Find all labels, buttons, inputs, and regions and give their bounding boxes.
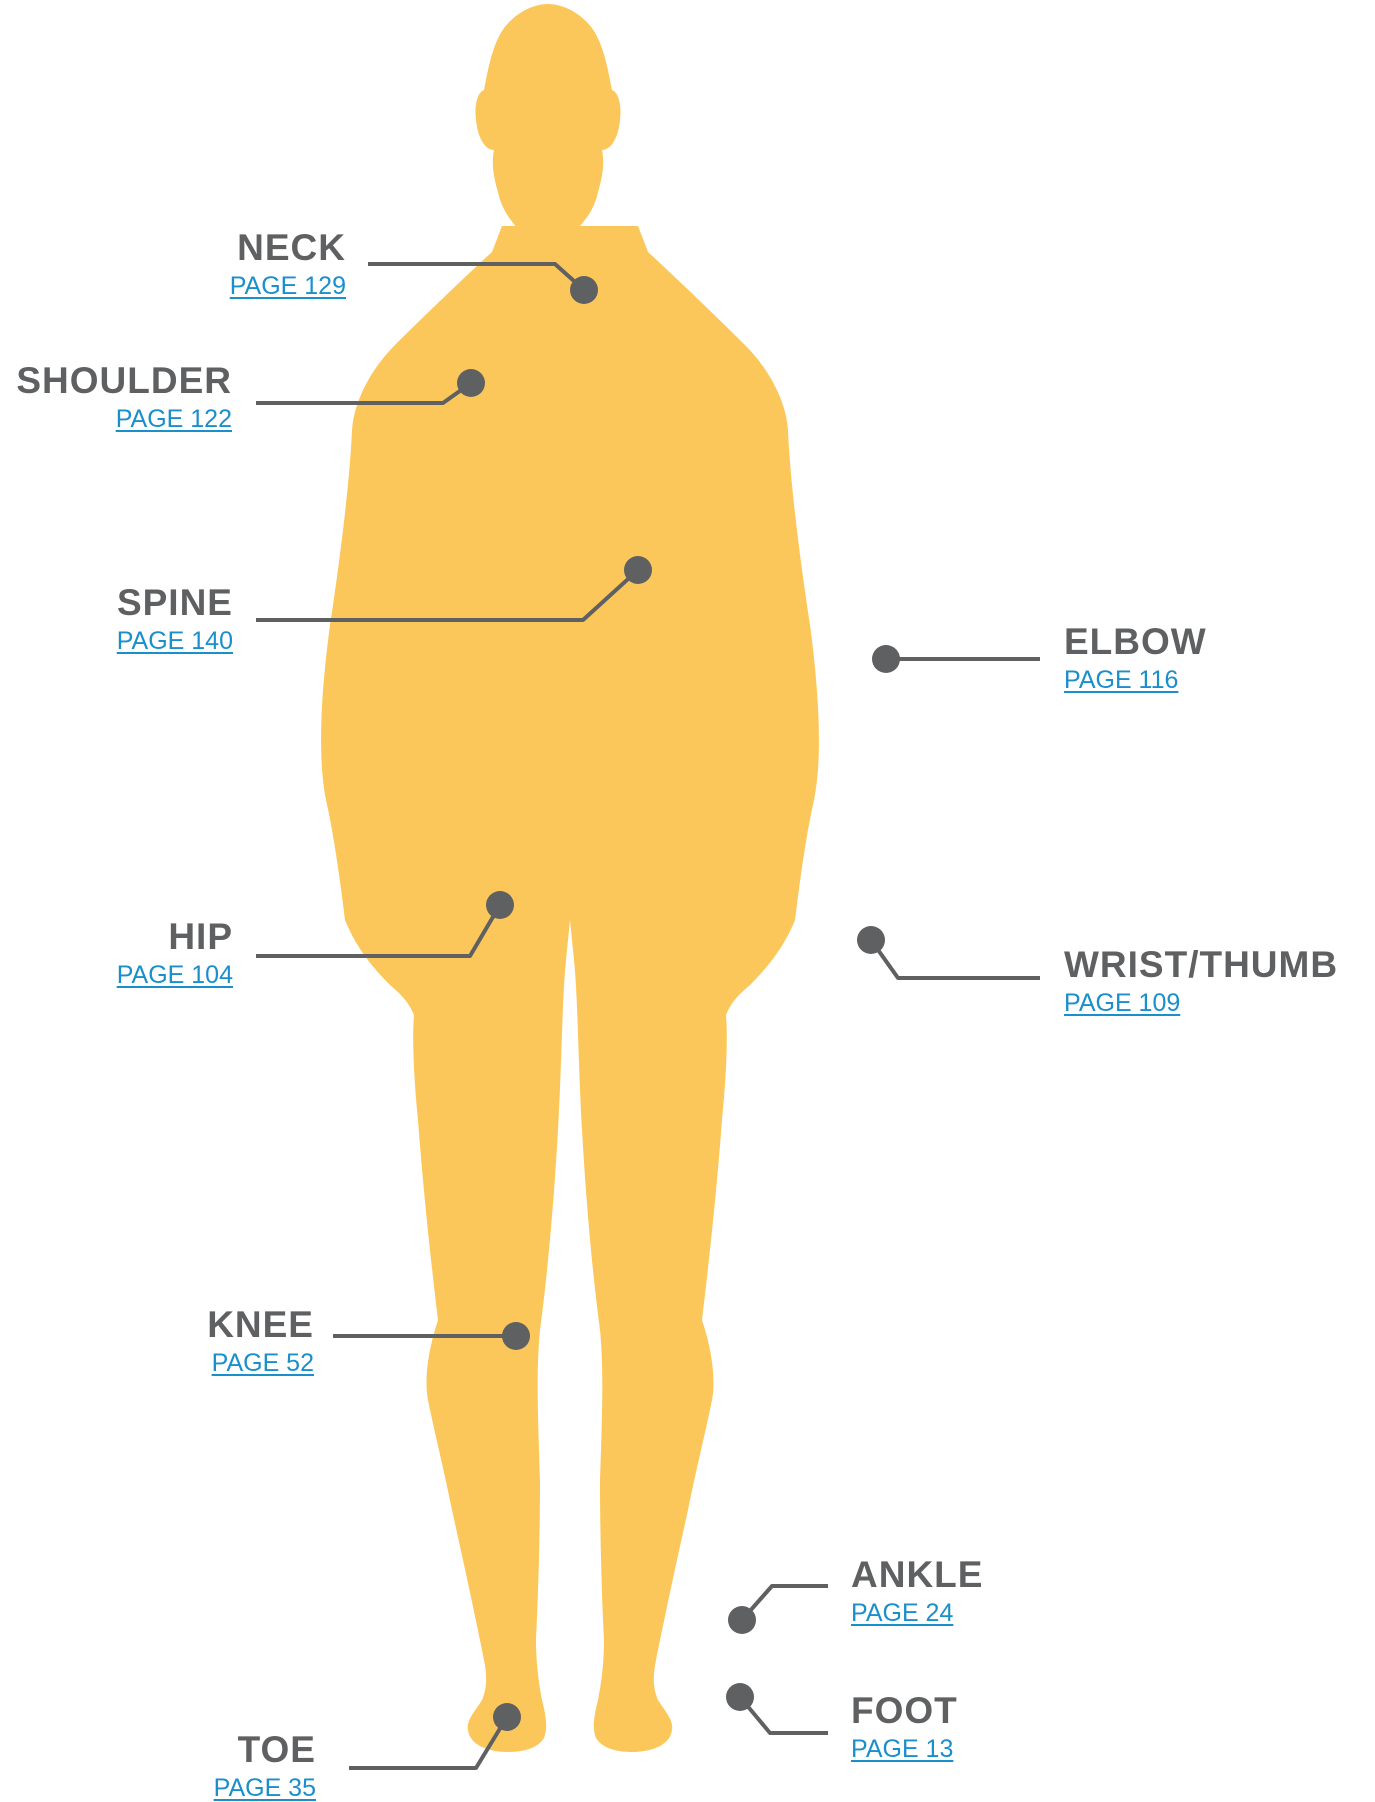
label-foot: FOOT PAGE 13 [851, 1692, 958, 1762]
toe-marker-dot [493, 1703, 521, 1731]
ankle-marker-dot [728, 1606, 756, 1634]
spine-label: SPINE [117, 584, 233, 621]
elbow-page-link[interactable]: PAGE 116 [1064, 668, 1178, 693]
neck-page-link[interactable]: PAGE 129 [230, 274, 346, 299]
shoulder-label: SHOULDER [16, 362, 232, 399]
hip-marker-dot [486, 891, 514, 919]
wrist-thumb-marker-dot [857, 926, 885, 954]
foot-leader-line [740, 1697, 828, 1733]
label-toe: TOE PAGE 35 [214, 1731, 316, 1801]
neck-label: NECK [230, 229, 346, 266]
shoulder-page-link[interactable]: PAGE 122 [116, 407, 232, 432]
hip-page-link[interactable]: PAGE 104 [117, 963, 233, 988]
knee-page-link[interactable]: PAGE 52 [212, 1351, 314, 1376]
head-shape [475, 4, 620, 250]
label-shoulder: SHOULDER PAGE 122 [16, 362, 232, 432]
wrist-thumb-label: WRIST/THUMB [1064, 946, 1338, 983]
toe-page-link[interactable]: PAGE 35 [214, 1776, 316, 1801]
label-wrist-thumb: WRIST/THUMB PAGE 109 [1064, 946, 1338, 1016]
label-neck: NECK PAGE 129 [230, 229, 346, 299]
knee-marker-dot [502, 1322, 530, 1350]
label-ankle: ANKLE PAGE 24 [851, 1556, 983, 1626]
body-shape [321, 226, 819, 1752]
spine-page-link[interactable]: PAGE 140 [117, 629, 233, 654]
ankle-label: ANKLE [851, 1556, 983, 1593]
foot-marker-dot [726, 1683, 754, 1711]
elbow-marker-dot [872, 645, 900, 673]
foot-page-link[interactable]: PAGE 13 [851, 1737, 953, 1762]
wrist-thumb-page-link[interactable]: PAGE 109 [1064, 991, 1180, 1016]
ankle-page-link[interactable]: PAGE 24 [851, 1601, 953, 1626]
label-elbow: ELBOW PAGE 116 [1064, 623, 1207, 693]
toe-label: TOE [214, 1731, 316, 1768]
spine-marker-dot [624, 556, 652, 584]
wrist-thumb-leader-line [871, 940, 1040, 978]
human-silhouette [321, 4, 819, 1752]
label-knee: KNEE PAGE 52 [207, 1306, 314, 1376]
shoulder-marker-dot [457, 369, 485, 397]
foot-label: FOOT [851, 1692, 958, 1729]
label-spine: SPINE PAGE 140 [117, 584, 233, 654]
neck-marker-dot [570, 276, 598, 304]
hip-label: HIP [117, 918, 233, 955]
elbow-label: ELBOW [1064, 623, 1207, 660]
label-hip: HIP PAGE 104 [117, 918, 233, 988]
knee-label: KNEE [207, 1306, 314, 1343]
